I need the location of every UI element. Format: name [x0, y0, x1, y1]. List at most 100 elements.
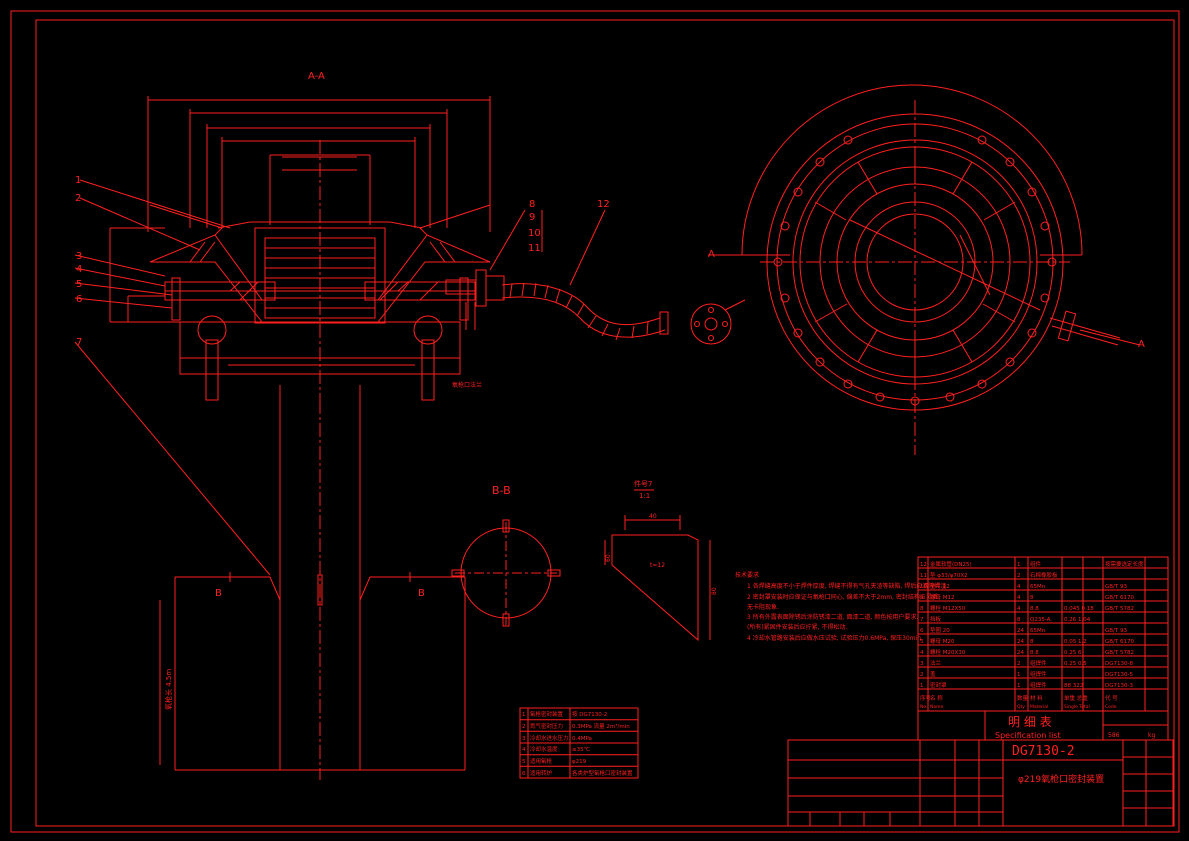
b-right-label: B — [418, 588, 425, 599]
weight-unit: kg — [1148, 732, 1155, 739]
callout-6: 6 — [76, 294, 82, 305]
parts-cell: 8 — [1030, 639, 1034, 645]
parts-cell: GB/T 6170 — [1105, 639, 1134, 645]
parts-cell: Q235-A — [1030, 617, 1051, 623]
notes-small-table — [519, 707, 639, 779]
parts-cell: 4 — [920, 650, 924, 656]
technical-notes: 技术要求 1 各焊缝高度不小于焊件厚度, 焊缝不得有气孔夹渣等缺陷, 焊后应清除… — [735, 571, 948, 642]
parts-cell: 0.25 0.5 — [1064, 661, 1087, 667]
parts-cell: 12 — [920, 562, 927, 568]
st-r3-c1: 3 — [522, 736, 526, 742]
parts-cell: 螺母 M12 — [930, 593, 955, 601]
callout-11: 11 — [528, 243, 541, 254]
notes-line-2: 2 密封罩安装时应保证与氧枪口同心, 偏差不大于2mm, 密封结构应灵活 — [747, 593, 938, 601]
st-r5-c2: 适用氧枪 — [530, 757, 553, 765]
parts-cell: 4 — [1017, 584, 1021, 590]
parts-cell: 2 — [920, 672, 924, 678]
parts-cell: 垫片 12 — [930, 582, 950, 590]
section-aa-view — [109, 96, 505, 780]
inner-border — [35, 19, 1175, 827]
parts-cell: 9 — [920, 595, 924, 601]
notes-line-3: 无卡阻现象. — [747, 603, 779, 611]
drawing-title: φ219氧枪口密封装置 — [1018, 773, 1104, 785]
parts-cell: 石棉橡胶板 — [1030, 571, 1058, 579]
st-r3-c2: 冷却水进水压力 — [530, 734, 569, 742]
total-weight: 586 — [1108, 732, 1120, 739]
parts-cell: 法兰 — [930, 659, 942, 667]
parts-cell: 0.25 6 — [1064, 650, 1082, 656]
parts-cell: 垫 φ33/φ70X2 — [930, 571, 968, 579]
detail-scale: 1:1 — [639, 492, 650, 500]
parts-cell: 垫圈 20 — [930, 626, 950, 634]
parts-header-en-cell: No. — [920, 704, 927, 710]
b-left-label: B — [215, 588, 222, 599]
detail-title: 件号7 — [634, 479, 652, 488]
callout-9: 9 — [529, 212, 535, 223]
detail-dim-left: 60 — [605, 554, 612, 562]
parts-cell: GB/T 93 — [1105, 584, 1127, 590]
st-r6-c1: 6 — [522, 771, 526, 777]
parts-cell: 5 — [920, 639, 924, 645]
parts-cell: 0.045 0.18 — [1064, 606, 1094, 612]
parts-header-en-cell: Qty — [1017, 704, 1025, 710]
parts-cell: GB/T 5782 — [1105, 606, 1134, 612]
parts-cell: 8 — [1017, 617, 1021, 623]
st-r6-c3: 各类炉型氧枪口密封装置 — [572, 769, 633, 777]
parts-header-cell: 名 称 — [930, 694, 943, 702]
callout-12: 12 — [597, 199, 610, 210]
parts-cell: 螺栓 M12X50 — [930, 604, 966, 612]
view-a-right-label: A — [1138, 339, 1145, 350]
flexible-hose — [501, 282, 669, 341]
parts-cell: GB/T 93 — [1105, 628, 1127, 634]
parts-cell: 按需要选定长度 — [1105, 560, 1144, 568]
parts-cell: DG7130-8 — [1105, 661, 1133, 667]
detail-dim-top: 40 — [649, 513, 657, 520]
parts-cell: 4 — [1017, 606, 1021, 612]
parts-cell: 4 — [1017, 595, 1021, 601]
parts-cell: 24 — [1017, 628, 1024, 634]
notes-line-4: 3 所有外露表面除锈后涂防锈漆二道, 面漆二道, 颜色按用户要求. — [747, 613, 918, 621]
callout-8: 8 — [529, 199, 535, 210]
view-a-left-label: A — [708, 249, 715, 260]
notes-line-6: 4 冷却水管路安装后应做水压试验, 试验压力0.6MPa, 保压30min. — [747, 634, 923, 642]
parts-cell: DG7130-3 — [1105, 683, 1133, 689]
detail-dim-inner: t=12 — [650, 562, 665, 569]
parts-header-en-cell: Name — [930, 704, 944, 710]
st-r4-c1: 4 — [522, 747, 526, 753]
drawing-number: DG7130-2 — [1012, 744, 1075, 759]
st-r2-c1: 2 — [522, 724, 526, 730]
length-annotation: 氧枪长 4.5m — [164, 669, 173, 710]
callout-5: 5 — [76, 279, 82, 290]
title-block — [787, 739, 1174, 827]
notes-title: 技术要求 — [735, 571, 759, 579]
parts-cell: 盖 — [930, 670, 936, 678]
part-7-detail — [604, 489, 711, 642]
parts-cell: 0.05 1.2 — [1064, 639, 1087, 645]
parts-header-cell: 数量 — [1017, 694, 1029, 702]
st-r4-c2: 冷却水温度 — [530, 745, 558, 753]
parts-cell: GB/T 5782 — [1105, 650, 1134, 656]
parts-cell: 2 — [1017, 661, 1021, 667]
notes-line-1: 1 各焊缝高度不小于焊件厚度, 焊缝不得有气孔夹渣等缺陷, 焊后应清除焊渣. — [747, 582, 948, 590]
st-r1-c3: 按 DG7130-2 — [572, 710, 607, 718]
parts-cell: 螺母 M20 — [930, 637, 955, 645]
callout-leaders — [74, 179, 606, 576]
parts-cell: 11 — [920, 573, 927, 579]
parts-cell: 1 — [920, 683, 924, 689]
detail-dim-right: 80 — [711, 587, 718, 595]
parts-cell: 8.8 — [1030, 606, 1039, 612]
parts-cell: 24 — [1017, 639, 1024, 645]
spec-title-en: Specification list — [995, 731, 1061, 740]
callout-3: 3 — [76, 251, 82, 262]
small-table-text: 1 氧枪密封装置 按 DG7130-2 2 氮气密封压力 0.3MPa 流量 2… — [522, 710, 633, 777]
st-r6-c2: 适用转炉 — [530, 769, 553, 777]
parts-cell: 1 — [1017, 683, 1021, 689]
parts-cell: DG7130-5 — [1105, 672, 1133, 678]
top-view — [708, 84, 1141, 455]
parts-header-cell: 单重 总重 — [1064, 694, 1088, 702]
parts-cell: 1 — [1017, 562, 1021, 568]
parts-cell: 7 — [920, 617, 924, 623]
section-aa-label: A-A — [308, 71, 325, 82]
section-bb-view — [451, 519, 561, 627]
